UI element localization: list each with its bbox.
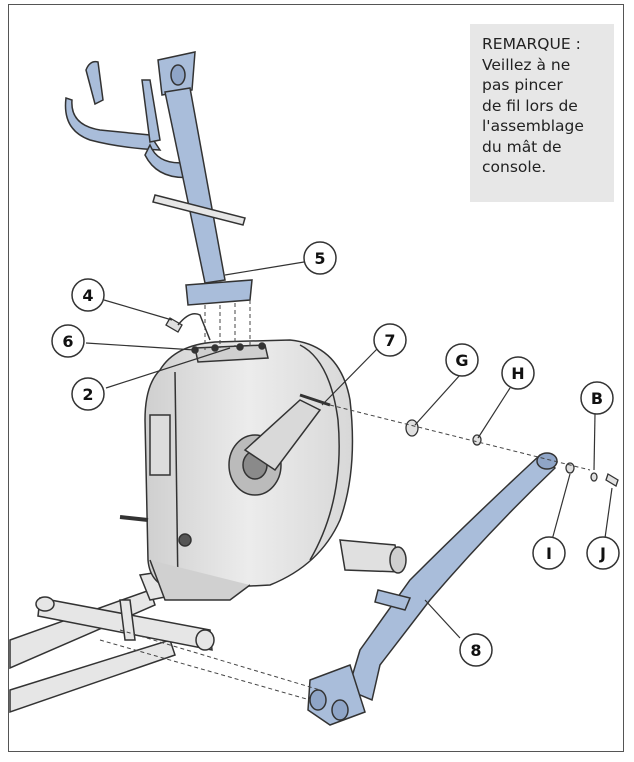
console-mast (64, 51, 253, 306)
callout-I: I (532, 536, 566, 570)
callout-6: 6 (51, 324, 85, 358)
callout-7: 7 (373, 323, 407, 357)
note-line: de fil lors de (482, 96, 578, 115)
assembly-guides (99, 300, 591, 701)
note-line: pas pincer (482, 76, 563, 94)
callout-G: G (445, 343, 479, 377)
assembly-note: REMARQUE : Veillez à ne pas pincer de fi… (470, 24, 614, 202)
leader-lines (85, 261, 613, 639)
svg-text:G: G (455, 351, 468, 370)
note-line: console. (482, 158, 547, 176)
svg-text:H: H (511, 364, 524, 383)
callout-B: B (580, 381, 614, 415)
svg-text:7: 7 (384, 331, 395, 350)
svg-text:J: J (599, 544, 606, 563)
svg-text:8: 8 (470, 641, 481, 660)
console-wire (177, 313, 211, 341)
svg-text:4: 4 (82, 286, 93, 305)
note-line: du mât de (482, 137, 562, 156)
callout-4: 4 (71, 278, 105, 312)
callout-H: H (501, 356, 535, 390)
svg-text:B: B (591, 389, 603, 408)
svg-text:5: 5 (314, 249, 325, 268)
callout-8: 8 (459, 633, 493, 667)
svg-text:6: 6 (62, 332, 73, 351)
callout-5: 5 (303, 241, 337, 275)
base-frame (9, 554, 276, 714)
note-line: l'assemblage (482, 117, 584, 135)
arm-assembly (307, 452, 558, 726)
hardware-parts (165, 317, 619, 487)
svg-text:2: 2 (82, 385, 93, 404)
callout-2: 2 (71, 377, 105, 411)
callout-J: J (586, 536, 620, 570)
note-line: REMARQUE : (482, 35, 581, 53)
svg-text:I: I (546, 544, 552, 563)
main-housing (119, 339, 407, 601)
note-line: Veillez à ne (482, 55, 571, 74)
